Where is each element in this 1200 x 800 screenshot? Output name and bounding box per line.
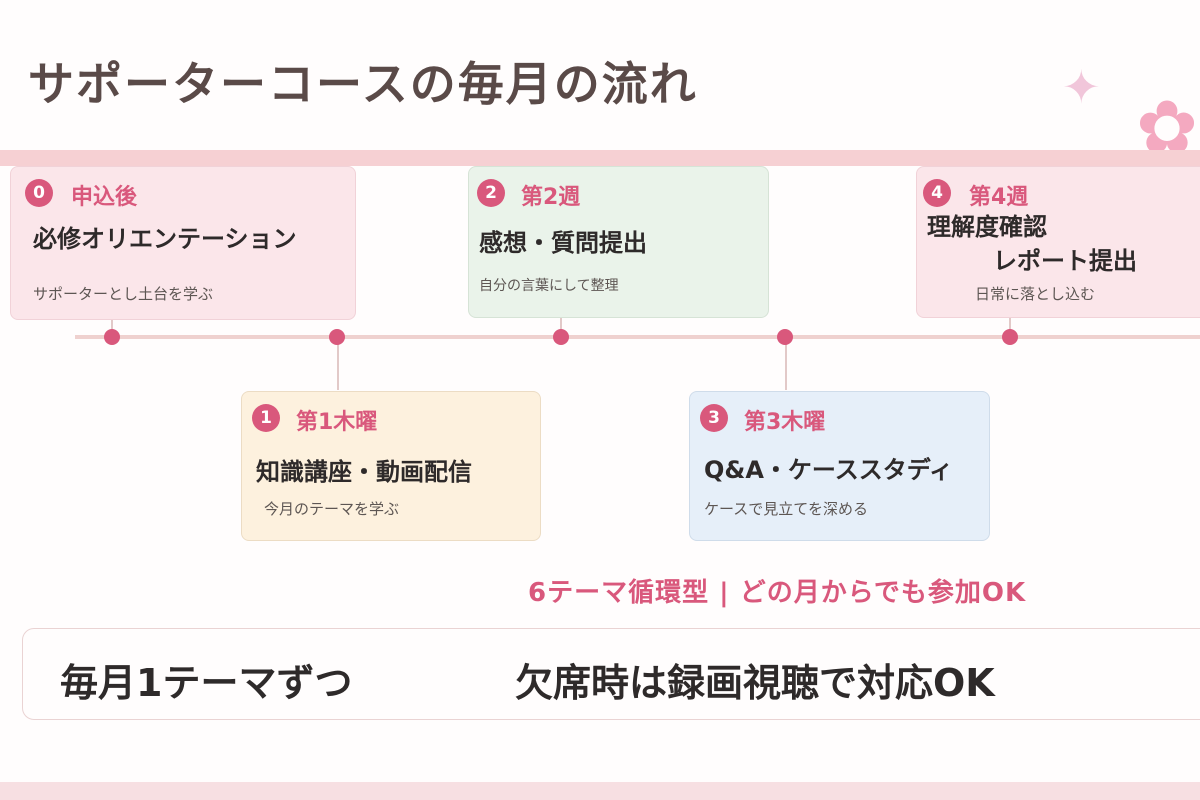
timeline-dot (329, 329, 345, 345)
step-card-4: 4 第4週 理解度確認 レポート提出 日常に落とし込む (916, 166, 1200, 318)
page-title: サポーターコースの毎月の流れ (28, 57, 698, 111)
step-title: 知識講座・動画配信 (256, 458, 472, 486)
timeline-dot (553, 329, 569, 345)
step-number-badge: 2 (477, 179, 505, 207)
step-title: Q&A・ケーススタディ (704, 456, 954, 484)
footer-absence-note: 欠席時は録画視聴で対応OK (515, 661, 995, 705)
step-card-3: 3 第3木曜 Q&A・ケーススタディ ケースで見立てを深める (689, 391, 990, 541)
step-title-line2: レポート提出 (993, 247, 1137, 275)
connector-line (337, 340, 339, 390)
step-number-badge: 1 (252, 404, 280, 432)
connector-line (111, 318, 113, 336)
connector-line (785, 340, 787, 390)
step-timing: 申込後 (71, 185, 138, 210)
step-description: サポーターとし土台を学ぶ (33, 285, 214, 303)
step-number-badge: 0 (25, 179, 53, 207)
step-timing: 第3木曜 (744, 410, 826, 435)
timeline-dot (777, 329, 793, 345)
step-number-badge: 4 (923, 179, 951, 207)
step-title: 必修オリエンテーション (33, 225, 297, 253)
step-description: 今月のテーマを学ぶ (264, 500, 400, 518)
tagline: 6テーマ循環型 | どの月からでも参加OK (528, 578, 1027, 608)
step-number-badge: 3 (700, 404, 728, 432)
connector-line (1009, 318, 1011, 336)
footer-monthly-theme: 毎月1テーマずつ (60, 661, 353, 705)
step-description: 日常に落とし込む (975, 285, 1096, 303)
timeline-dot (104, 329, 120, 345)
step-card-0: 0 申込後 必修オリエンテーション サポーターとし土台を学ぶ (10, 166, 356, 320)
step-card-1: 1 第1木曜 知識講座・動画配信 今月のテーマを学ぶ (241, 391, 541, 541)
timeline-dot (1002, 329, 1018, 345)
footer-box (22, 628, 1200, 720)
bottom-band (0, 782, 1200, 800)
connector-line (560, 318, 562, 336)
step-description: 自分の言葉にして整理 (479, 278, 619, 294)
step-title: 感想・質問提出 (479, 229, 647, 257)
sparkle-icon: ✦ (1062, 60, 1101, 114)
timeline-line (75, 335, 1200, 339)
step-timing: 第1木曜 (296, 410, 378, 435)
step-description: ケースで見立てを深める (704, 500, 868, 518)
step-timing: 第2週 (521, 185, 581, 210)
step-title-line1: 理解度確認 (927, 213, 1047, 241)
top-band (0, 150, 1200, 166)
step-timing: 第4週 (969, 185, 1029, 210)
step-card-2: 2 第2週 感想・質問提出 自分の言葉にして整理 (468, 166, 769, 318)
